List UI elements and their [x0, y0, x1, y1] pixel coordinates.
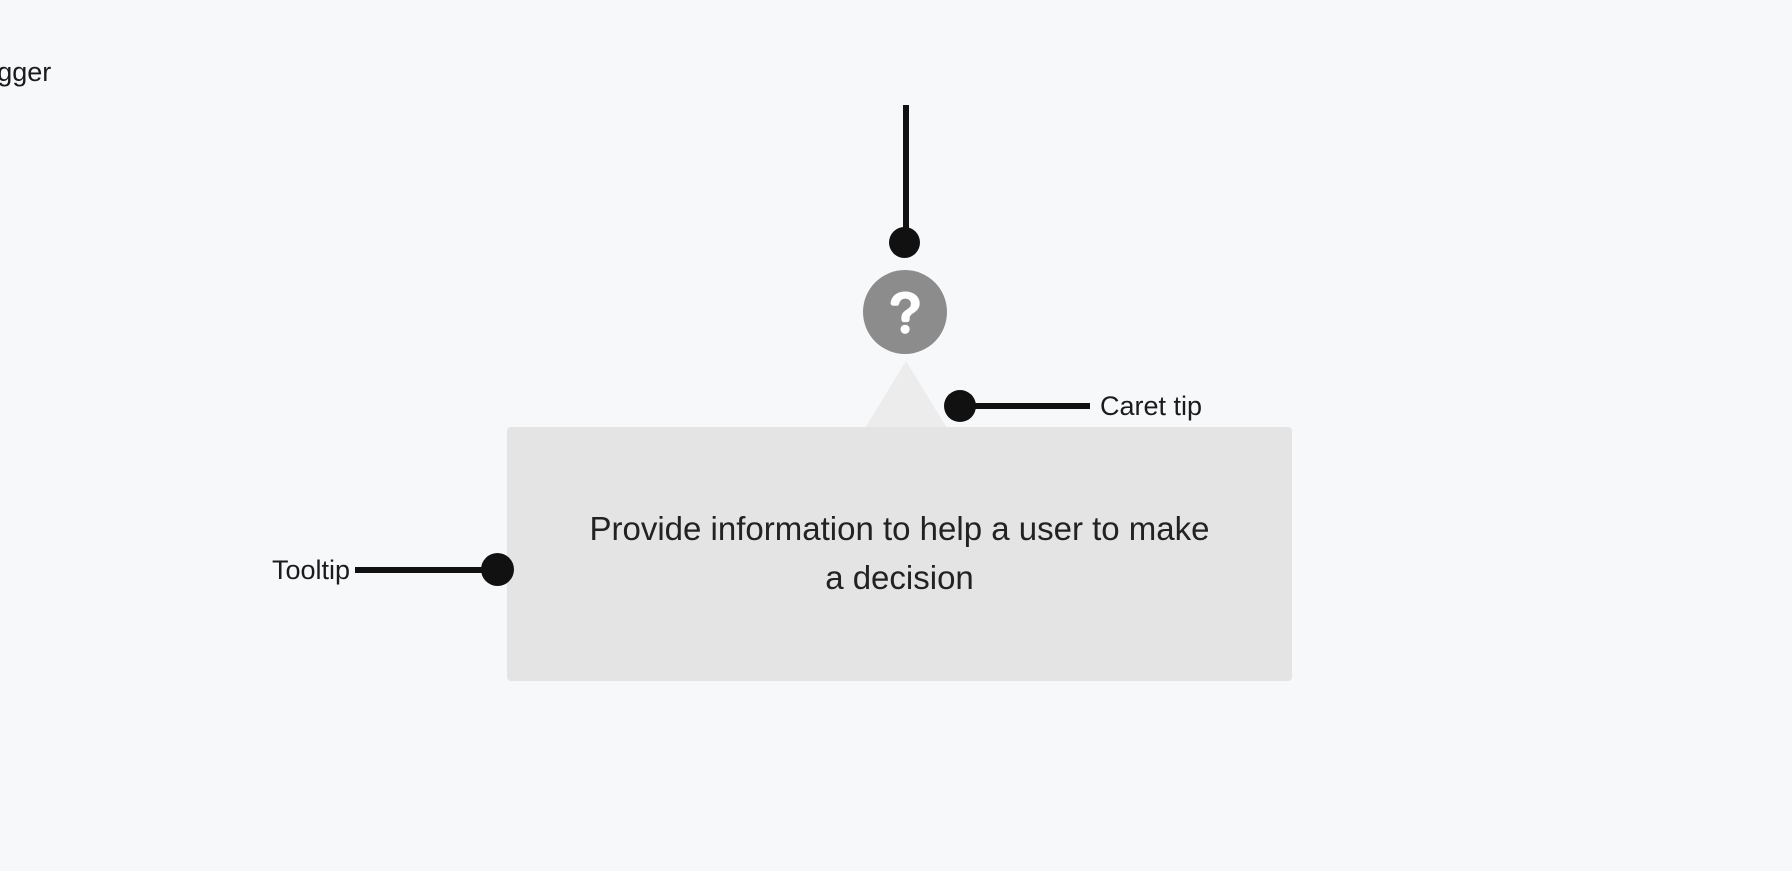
- caret-annotation-label: Caret tip: [1100, 391, 1203, 421]
- caret-leader-line: [958, 403, 1090, 409]
- question-mark-glyph: [890, 291, 920, 334]
- question-mark-circle-icon[interactable]: [863, 270, 947, 354]
- tooltip-caret: [865, 361, 947, 428]
- tooltip-annotation-label: Tooltip: [271, 555, 350, 585]
- tooltip-body-text: Provide information to help a user to ma…: [589, 510, 1210, 596]
- tooltip-leader-dot: [481, 553, 514, 586]
- trigger-leader-line: [903, 105, 909, 245]
- trigger-annotation-label: Trigger: [0, 57, 52, 87]
- trigger-leader-dot: [889, 227, 920, 258]
- tooltip-leader-line: [355, 567, 500, 573]
- tooltip-box: Provide information to help a user to ma…: [507, 427, 1292, 681]
